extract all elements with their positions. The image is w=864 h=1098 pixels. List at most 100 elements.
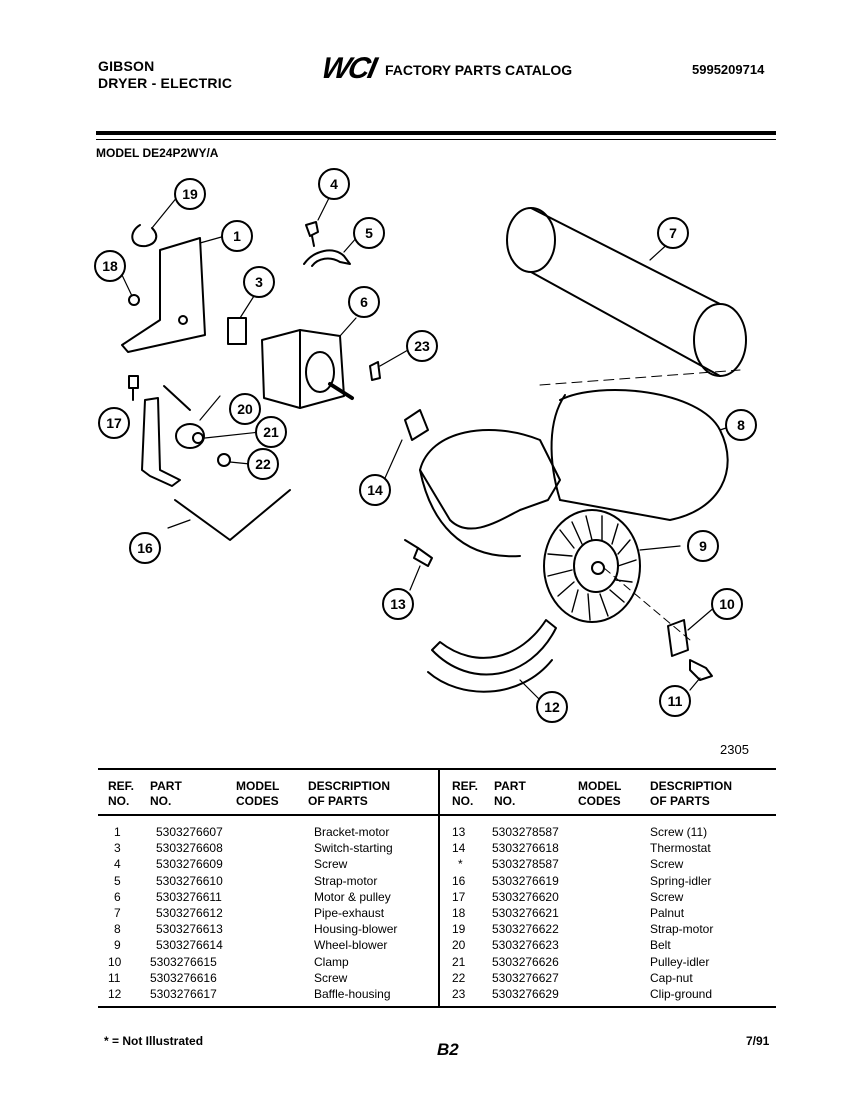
desc-cell: Screw (650, 889, 684, 904)
part-cell: 5303276617 (150, 986, 217, 1001)
callout-label: 19 (182, 186, 198, 202)
part-cell: 5303276612 (156, 905, 223, 920)
ref-cell: 14 (452, 841, 466, 856)
callout-label: 12 (544, 699, 560, 715)
table-row: 7 5303276612 Pipe-exhaust (108, 905, 428, 921)
callout-6: 6 (348, 286, 380, 318)
desc-cell: Screw (650, 857, 684, 872)
ref-cell: 5 (114, 873, 121, 888)
ref-cell: 11 (108, 970, 121, 985)
table-header-rule (98, 814, 776, 816)
callout-label: 10 (719, 596, 735, 612)
table-row: 4 5303276609 Screw (108, 856, 428, 872)
header-model-line1: MODEL (236, 779, 280, 793)
callout-23: 23 (406, 330, 438, 362)
callout-circle (94, 250, 126, 282)
header-ref-line2: NO. (452, 794, 474, 808)
desc-cell: Screw (11) (650, 825, 708, 839)
desc-cell: Thermostat (650, 841, 711, 856)
header-ref-right: REF. NO. (452, 779, 478, 809)
ref-cell: 3 (114, 841, 121, 856)
header-part-line1: PART (494, 779, 526, 793)
desc-cell: Strap-motor (314, 873, 378, 888)
header-model-right: MODEL CODES (578, 779, 621, 809)
callout-label: 20 (237, 401, 253, 417)
model-line: MODEL DE24P2WY/A (96, 146, 219, 160)
callout-8: 8 (725, 409, 757, 441)
callout-1: 1 (221, 220, 253, 252)
header-desc-line2: OF PARTS (308, 794, 368, 808)
callout-18: 18 (94, 250, 126, 282)
callout-circle (536, 691, 568, 723)
callout-circle (348, 286, 380, 318)
desc-cell: Clip-ground (650, 986, 713, 1001)
callout-label: 17 (106, 415, 122, 431)
ref-cell: 20 (452, 938, 466, 953)
part-cell: 5303276609 (156, 857, 223, 872)
ref-cell: 21 (452, 954, 466, 969)
desc-cell: Pipe-exhaust (314, 905, 385, 920)
part-cell: 5303278587 (492, 825, 559, 839)
callout-circle (711, 588, 743, 620)
desc-cell: Switch-starting (314, 841, 393, 856)
part-cell: 5303276621 (492, 905, 559, 920)
product-type: DRYER - ELECTRIC (98, 75, 233, 91)
header-ref-line2: NO. (108, 794, 130, 808)
callout-16: 16 (129, 532, 161, 564)
header-ref-line1: REF. (452, 779, 479, 793)
figure-number: 2305 (720, 742, 749, 757)
table-top-rule (98, 768, 776, 770)
callout-14: 14 (359, 474, 391, 506)
ref-cell: 8 (114, 922, 121, 937)
header-model-line2: CODES (236, 794, 279, 808)
part-cell: 5303276622 (492, 922, 559, 937)
callout-label: 5 (365, 225, 373, 241)
ref-cell: 4 (114, 857, 121, 872)
callout-label: 13 (390, 596, 406, 612)
callout-circle (98, 407, 130, 439)
part-cell: 5303276627 (492, 970, 559, 985)
header-desc-right: DESCRIPTION OF PARTS (650, 779, 732, 809)
callout-5: 5 (353, 217, 385, 249)
header-desc-line1: DESCRIPTION (650, 779, 733, 793)
header-part-left: PART NO. (150, 779, 182, 809)
callout-circle (318, 168, 350, 200)
ref-cell: 7 (114, 905, 121, 920)
desc-cell: Baffle-housing (314, 986, 391, 1001)
header-ref-left: REF. NO. (108, 779, 134, 809)
header-part-right: PART NO. (494, 779, 526, 809)
part-cell: 5303278587 (492, 857, 559, 872)
callout-label: 23 (414, 338, 430, 354)
desc-cell: Screw (314, 857, 348, 872)
desc-cell: Housing-blower (314, 922, 398, 937)
callout-circle (255, 416, 287, 448)
callout-19: 19 (174, 178, 206, 210)
callout-circle (657, 217, 689, 249)
ref-cell: 10 (108, 954, 122, 969)
page-number: B2 (437, 1040, 459, 1059)
header-part-line2: NO. (494, 794, 516, 808)
part-cell: 5303276611 (156, 889, 222, 904)
table-column-divider (438, 768, 440, 1006)
callout-10: 10 (711, 588, 743, 620)
part-cell: 5303276616 (150, 970, 217, 985)
ref-cell: 16 (452, 873, 466, 888)
desc-cell: Spring-idler (650, 873, 712, 888)
desc-cell: Pulley-idler (650, 954, 710, 969)
desc-cell: Cap-nut (650, 970, 693, 985)
